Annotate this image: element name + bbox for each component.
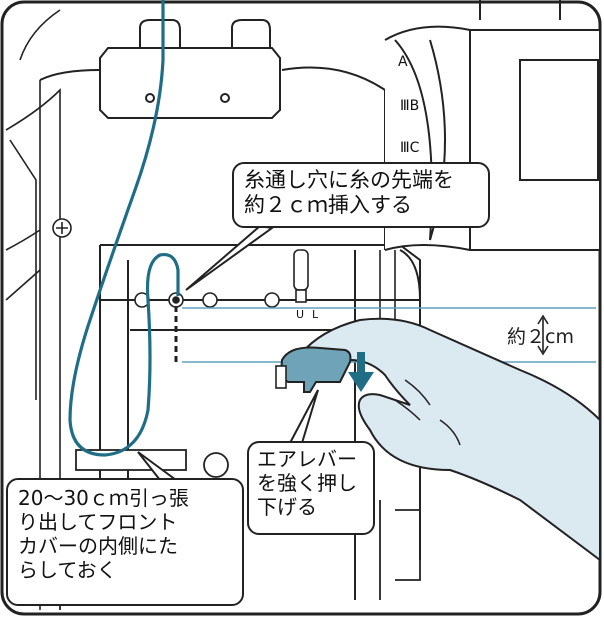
screw xyxy=(52,218,72,238)
callout-pull-line-3: カバーの内側にた xyxy=(18,534,178,558)
lever-slot xyxy=(275,365,287,389)
threading-panel xyxy=(134,249,396,330)
panel-mark-l: L xyxy=(312,308,319,321)
hand xyxy=(298,317,601,562)
callout-insert-line-2: 約２ｃｍ挿入する xyxy=(244,193,412,218)
dial-label-a: A xyxy=(398,54,408,70)
callout-pull-line-2: り出してフロント xyxy=(18,510,178,534)
callout-lever-line-3: 下げる xyxy=(257,495,317,519)
dial-label-b: ⅢB xyxy=(400,98,419,114)
callout-pull-line-1: 20〜30ｃｍ引っ張 xyxy=(18,486,189,510)
callout-lever-line-2: を強く押し xyxy=(257,471,357,495)
callout-insert-thread: 糸通し穴に糸の先端を 約２ｃｍ挿入する xyxy=(232,162,490,228)
dial-label-c: ⅢC xyxy=(400,140,420,156)
hand-finger-detail xyxy=(394,379,461,446)
measurement-label: 約２cm xyxy=(507,326,574,348)
thread xyxy=(68,28,180,457)
callout-pull-thread: 20〜30ｃｍ引っ張 り出してフロント カバーの内側にた らしておく xyxy=(6,478,244,606)
callout-insert-line-1: 糸通し穴に糸の先端を xyxy=(244,168,454,192)
callout-press-lever: エアレバー を強く押し 下げる xyxy=(247,441,375,535)
thread-guide-bracket xyxy=(99,19,281,119)
callout-lever-line-1: エアレバー xyxy=(257,447,357,471)
push-down-arrow-icon xyxy=(348,352,374,392)
panel-mark-u: U xyxy=(296,308,304,321)
callout-pull-line-4: らしておく xyxy=(18,558,117,582)
